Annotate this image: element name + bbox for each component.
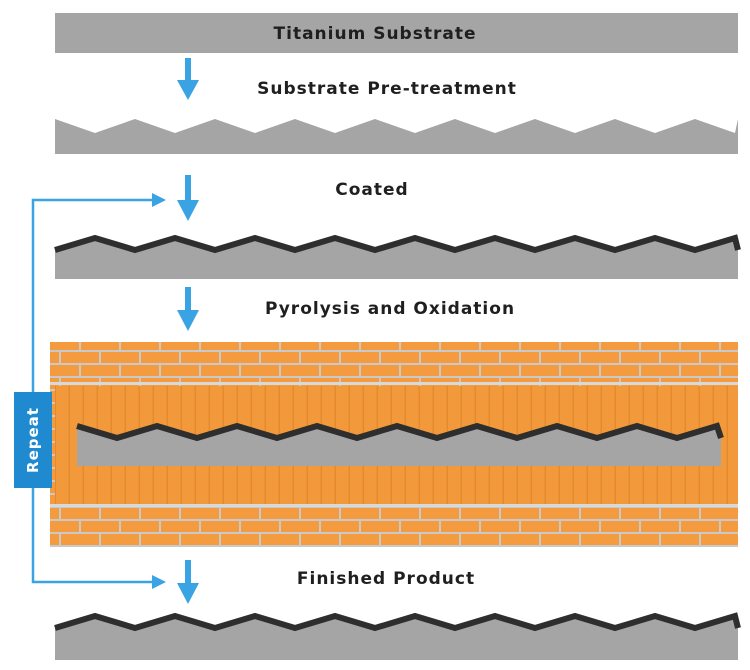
substrate-label: Titanium Substrate <box>274 24 477 44</box>
repeat-label: Repeat <box>24 407 42 473</box>
finished-product-bar <box>54 612 741 660</box>
titanium-substrate-bar: Titanium Substrate <box>55 13 738 53</box>
pyrolysis-label: Pyrolysis and Oxidation <box>265 299 515 319</box>
loop-arrow-icon <box>31 193 166 589</box>
arrow-down-icon <box>177 560 199 604</box>
arrow-down-icon <box>177 287 199 331</box>
repeat-badge: Repeat <box>14 392 52 488</box>
pretreatment-label: Substrate Pre-treatment <box>257 79 517 99</box>
pretreated-substrate-bar <box>55 119 738 154</box>
arrow-down-icon <box>177 58 199 100</box>
arrow-down-icon <box>177 175 199 221</box>
coated-substrate-bar <box>54 234 741 279</box>
furnace-substrate-bar <box>76 422 724 466</box>
finished-product-label: Finished Product <box>297 569 475 589</box>
coated-label: Coated <box>335 180 408 200</box>
